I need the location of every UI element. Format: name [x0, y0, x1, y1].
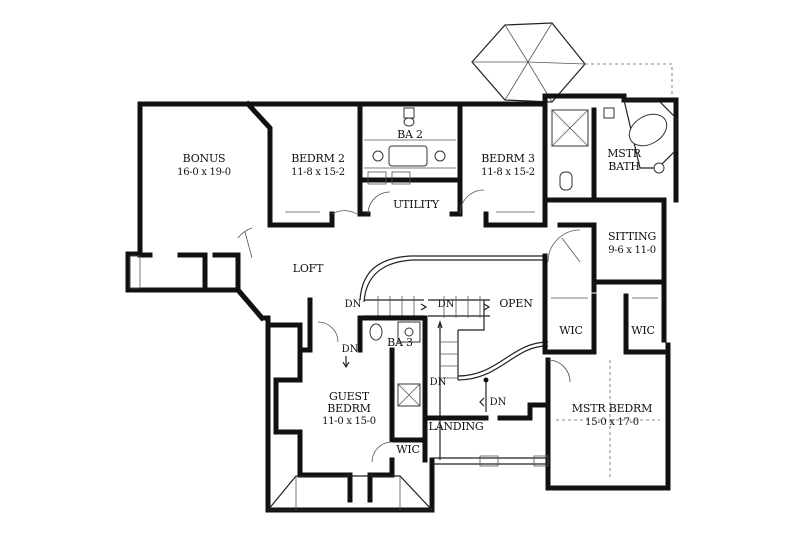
- bedroom-2-dimension: 11-8 x 15-2: [291, 167, 345, 178]
- sitting-label: SITTING: [608, 230, 656, 243]
- bonus-room-dimension: 16-0 x 19-0: [177, 167, 231, 178]
- central-stair: DN DN OPEN DN DN: [345, 255, 549, 460]
- master-bedroom-dimension: 15-0 x 17-0: [585, 417, 639, 428]
- bathroom-2-label: BA 2: [397, 128, 423, 141]
- stair-dn-landing-left: DN: [430, 377, 447, 388]
- stair-dn-center: DN: [438, 299, 455, 310]
- master-bath-label-line2: BATH: [608, 160, 640, 173]
- bedroom-2: BEDRM 2 11-8 x 15-2: [267, 101, 363, 228]
- guest-bedroom-label-line1: GUEST: [329, 390, 370, 403]
- loft-label: LOFT: [293, 262, 324, 275]
- master-bath: MSTR BATH: [542, 93, 677, 203]
- bathroom-3-label: BA 3: [387, 336, 413, 349]
- sitting-room: SITTING 9-6 x 11-0: [547, 222, 667, 285]
- bedroom-2-label: BEDRM 2: [291, 152, 345, 165]
- wic-left-label: WIC: [559, 324, 582, 337]
- landing: LANDING: [422, 402, 551, 467]
- utility-label: UTILITY: [393, 198, 440, 211]
- bonus-room-label: BONUS: [183, 152, 226, 165]
- sitting-dimension: 9-6 x 11-0: [608, 245, 656, 256]
- stair-dn-loft: DN: [345, 299, 362, 310]
- stair-dn-landing-right: DN: [490, 397, 507, 408]
- wic-right-label: WIC: [631, 324, 654, 337]
- landing-label: LANDING: [428, 420, 483, 433]
- roof-projection: [471, 22, 673, 103]
- master-bath-label-line1: MSTR: [607, 147, 642, 160]
- wic-guest-label: WIC: [396, 443, 419, 456]
- master-bedroom-label: MSTR BEDRM: [572, 402, 652, 415]
- stair-dn-ba3: DN: [342, 344, 359, 355]
- bedroom-3-dimension: 11-8 x 15-2: [481, 167, 535, 178]
- master-closets: WIC WIC: [542, 253, 667, 355]
- loft-area: LOFT: [234, 227, 324, 322]
- guest-bedroom: GUEST BEDRM 11-0 x 15-0 WIC: [265, 322, 434, 511]
- guest-bedroom-dimension: 11-0 x 15-0: [322, 416, 376, 427]
- bathroom-2: BA 2: [357, 107, 463, 183]
- master-bedroom: MSTR BEDRM 15-0 x 17-0: [545, 357, 660, 480]
- bedroom-3: BEDRM 3 11-8 x 15-2: [457, 101, 548, 228]
- guest-bedroom-label-line2: BEDRM: [327, 402, 370, 415]
- open-label: OPEN: [499, 297, 533, 310]
- bedroom-3-label: BEDRM 3: [481, 152, 535, 165]
- bonus-room: BONUS 16-0 x 19-0: [129, 100, 273, 293]
- bathroom-3: BA 3 DN: [297, 297, 428, 463]
